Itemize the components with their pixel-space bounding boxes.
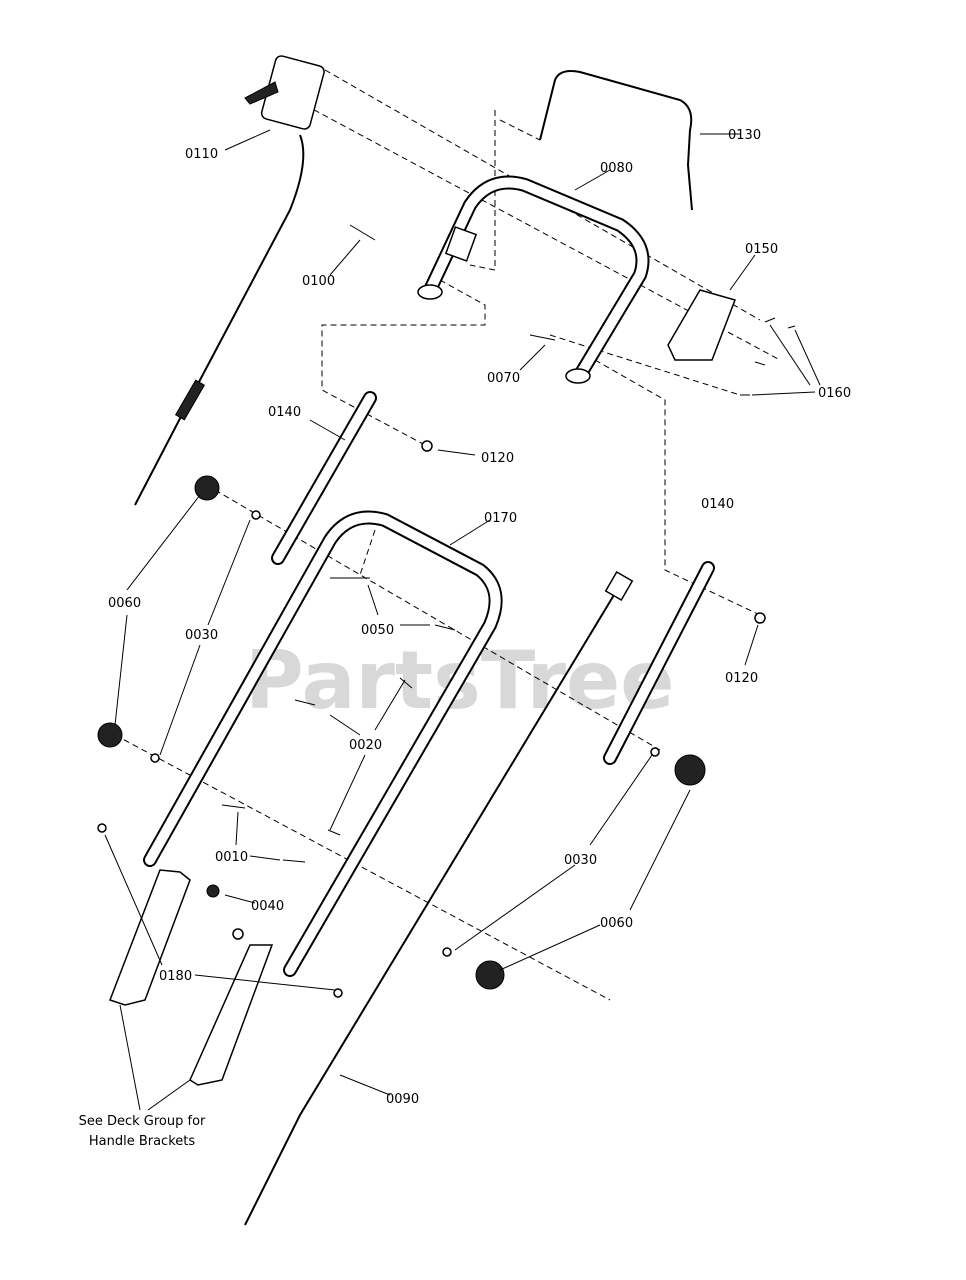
label-0140: 0140 <box>701 497 734 512</box>
fasteners <box>97 224 796 998</box>
label-0030: 0030 <box>564 853 597 868</box>
label-0060: 0060 <box>108 596 141 611</box>
drive-cable-0090 <box>244 570 634 1226</box>
throttle-cable-0110 <box>134 55 325 506</box>
note-line-2: Handle Brackets <box>89 1134 196 1149</box>
label-0100: 0100 <box>302 274 335 289</box>
label-0160: 0160 <box>818 386 851 401</box>
label-0050: 0050 <box>361 623 394 638</box>
part-labels: 0110 0130 0080 0150 0100 0070 0160 0140 … <box>79 128 851 1149</box>
knobs-0060 <box>97 475 706 990</box>
label-0090: 0090 <box>386 1092 419 1107</box>
label-0110: 0110 <box>185 147 218 162</box>
upper-handle-part <box>417 175 650 384</box>
label-0060: 0060 <box>600 916 633 931</box>
label-0080: 0080 <box>600 161 633 176</box>
label-0120: 0120 <box>481 451 514 466</box>
label-0020: 0020 <box>349 738 382 753</box>
label-0150: 0150 <box>745 242 778 257</box>
control-bail-part <box>539 70 693 211</box>
label-0170: 0170 <box>484 511 517 526</box>
label-0120: 0120 <box>725 671 758 686</box>
label-0010: 0010 <box>215 850 248 865</box>
label-0030: 0030 <box>185 628 218 643</box>
label-0130: 0130 <box>728 128 761 143</box>
label-0070: 0070 <box>487 371 520 386</box>
label-0140: 0140 <box>268 405 301 420</box>
lower-handle-part <box>143 510 503 977</box>
handle-brackets-0140 <box>271 391 715 765</box>
label-0180: 0180 <box>159 969 192 984</box>
note-line-1: See Deck Group for <box>79 1114 206 1129</box>
label-0040: 0040 <box>251 899 284 914</box>
plate-0150 <box>667 289 736 361</box>
leader-lines <box>104 129 821 1111</box>
